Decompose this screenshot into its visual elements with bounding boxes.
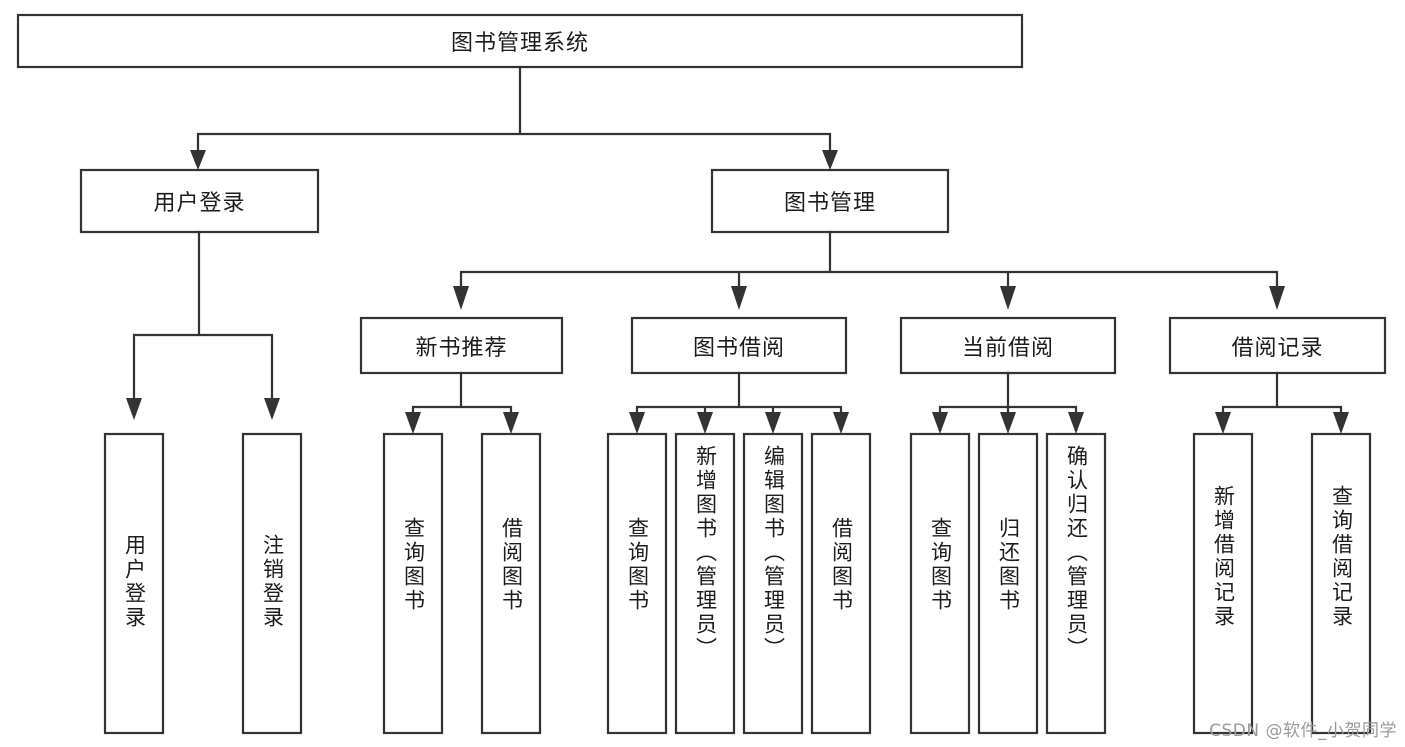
node-current-borrow[interactable] (899, 316, 1117, 375)
arrowhead-leaf-add-book (697, 412, 713, 434)
leaf-query-borrow-record[interactable] (1310, 432, 1372, 735)
arrowhead-leaf-borrow-book-2 (833, 412, 849, 434)
node-root[interactable] (16, 13, 1024, 69)
connector-userlogin-to-leaves (132, 230, 274, 402)
leaf-borrow-book-2[interactable] (810, 432, 872, 735)
node-book-borrow[interactable] (630, 316, 848, 375)
arrowhead-leaf-query-book-2 (629, 412, 645, 434)
arrowhead-leaf-user-login (126, 398, 142, 420)
arrowhead-to-book-borrow (731, 286, 747, 310)
connector-bookborrow-to-leaves (635, 371, 843, 417)
arrowhead-leaf-query-book-3 (932, 412, 948, 434)
leaf-query-book-2[interactable] (606, 432, 668, 735)
leaf-logout[interactable] (241, 432, 303, 735)
connector-borrowrecord-to-leaves (1221, 371, 1343, 417)
leaf-return-book[interactable] (977, 432, 1039, 735)
arrowhead-leaf-return-book (1000, 412, 1016, 434)
connector-newbook-to-leaves (411, 371, 513, 417)
leaf-user-login[interactable] (103, 432, 165, 735)
node-borrow-record[interactable] (1168, 316, 1387, 375)
leaf-confirm-return-admin[interactable] (1045, 432, 1107, 735)
arrowhead-leaf-edit-book (765, 412, 781, 434)
arrowhead-leaf-add-record (1215, 412, 1231, 434)
arrowhead-leaf-query-record (1333, 412, 1349, 434)
node-book-mgmt[interactable] (710, 168, 950, 234)
arrowhead-leaf-confirm-return (1068, 412, 1084, 434)
leaf-query-book-1[interactable] (382, 432, 444, 735)
leaf-query-book-3[interactable] (909, 432, 971, 735)
connector-root-to-level2 (196, 65, 832, 155)
leaf-borrow-book-1[interactable] (480, 432, 542, 735)
leaf-edit-book-admin[interactable] (742, 432, 804, 735)
arrowhead-leaf-logout (264, 398, 280, 420)
arrowhead-leaf-borrow-book-1 (503, 412, 519, 434)
arrowhead-to-borrow-record (1269, 286, 1285, 310)
leaf-add-borrow-record[interactable] (1192, 432, 1254, 735)
node-new-book-recommend[interactable] (359, 316, 564, 375)
node-user-login[interactable] (79, 168, 320, 234)
connector-currentborrow-to-leaves (938, 371, 1078, 417)
leaf-add-book-admin[interactable] (674, 432, 736, 735)
arrowhead-to-user-login (190, 150, 206, 170)
connector-bookmgmt-to-level3 (459, 230, 1279, 290)
arrowhead-leaf-query-book-1 (405, 412, 421, 434)
arrowhead-to-new-book-rec (453, 286, 469, 310)
arrowhead-to-current-borrow (1000, 286, 1016, 310)
arrowhead-to-book-mgmt (822, 150, 838, 170)
